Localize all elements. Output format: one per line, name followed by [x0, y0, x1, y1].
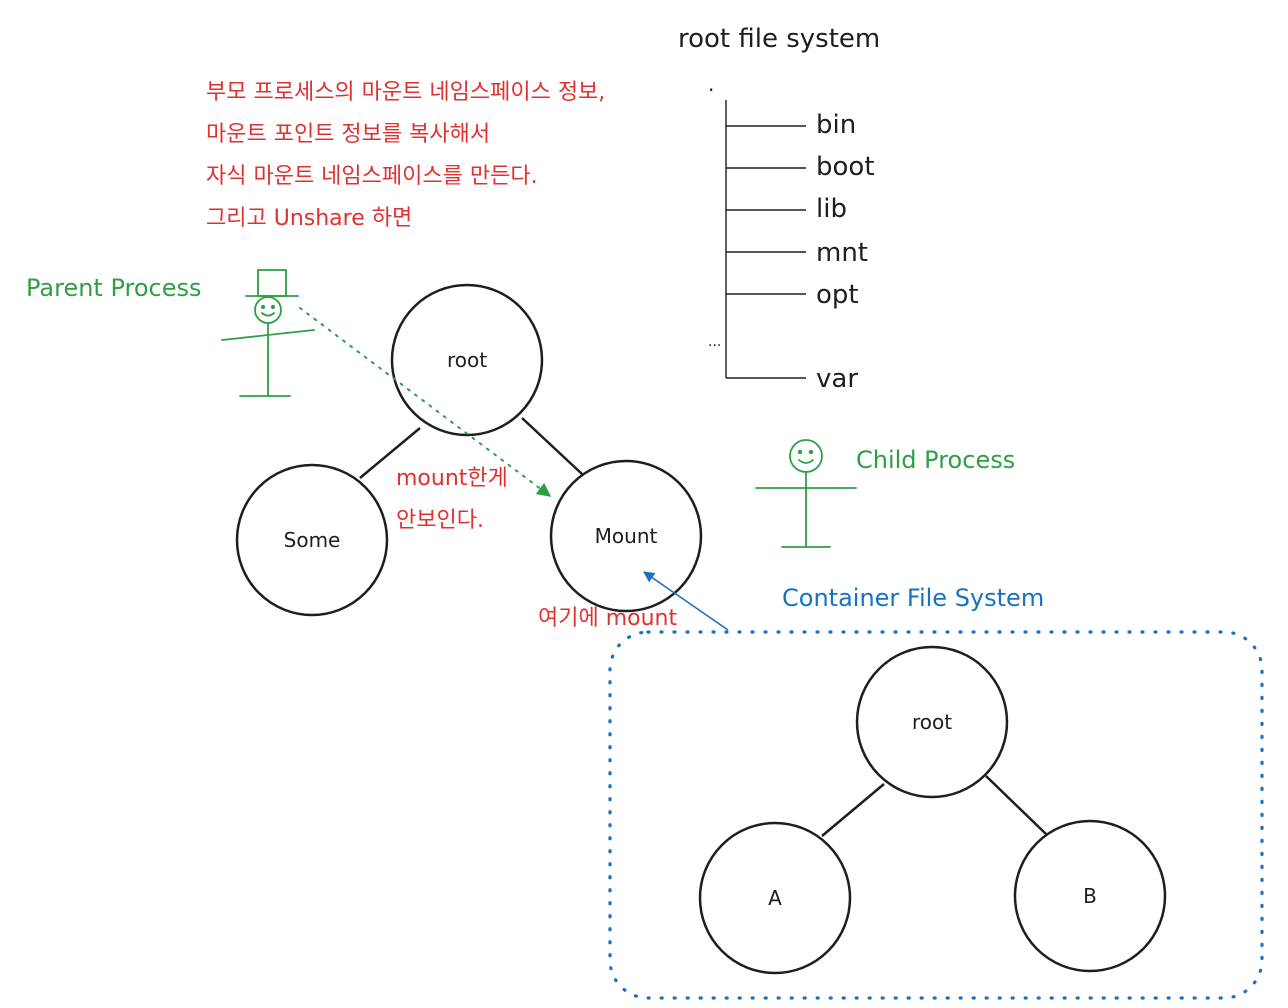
node-b-label: B — [1083, 884, 1097, 908]
node-mount-label: Mount — [594, 524, 658, 548]
parent-tree — [235, 283, 703, 617]
node-b — [1013, 819, 1167, 973]
mount-arrow — [643, 571, 729, 631]
fs-root-marker: . — [708, 72, 715, 96]
container-boundary — [608, 630, 1264, 1000]
fs-tree-connectors — [725, 100, 806, 379]
node-a-label: A — [768, 886, 782, 910]
fs-item-lib: lib — [816, 194, 847, 224]
node-container-root-label: root — [911, 710, 953, 734]
fs-item-bin: bin — [816, 110, 857, 140]
fs-item-mnt: mnt — [816, 238, 868, 268]
node-a — [698, 821, 852, 975]
parent-process-figure-icon — [221, 269, 315, 397]
node-container-root — [855, 645, 1009, 799]
hidden-mount-note-line-2: 안보인다. — [396, 508, 484, 533]
edge-croot-b — [985, 775, 1047, 835]
fs-item-opt: opt — [816, 280, 859, 310]
note-line-4: 그리고 Unshare 하면 — [206, 206, 413, 231]
parent-process-label: Parent Process — [26, 274, 202, 302]
note-line-3: 자식 마운트 네임스페이스를 만든다. — [206, 164, 538, 189]
hidden-mount-note-line-1: mount한게 — [396, 466, 508, 491]
edge-croot-a — [821, 783, 885, 837]
node-root — [390, 283, 544, 437]
edge-root-some — [359, 427, 421, 479]
note-line-1: 부모 프로세스의 마운트 네임스페이스 정보, — [206, 80, 606, 105]
fs-item-var: var — [816, 364, 859, 394]
child-process-figure-icon — [755, 439, 857, 548]
parent-sight-arrow — [299, 307, 552, 497]
mount-here-note: 여기에 mount — [538, 606, 678, 631]
node-some-label: Some — [283, 528, 341, 552]
edge-root-mount — [521, 417, 583, 475]
fs-item-boot: boot — [816, 152, 875, 182]
node-mount — [549, 459, 703, 613]
fs-ellipsis: ... — [708, 334, 722, 350]
node-some — [235, 463, 389, 617]
fs-tree-title: root file system — [678, 24, 881, 54]
container-fs-label: Container File System — [782, 584, 1045, 612]
child-process-label: Child Process — [856, 446, 1016, 474]
container-tree — [698, 645, 1167, 975]
note-line-2: 마운트 포인트 정보를 복사해서 — [206, 122, 491, 147]
node-root-label: root — [446, 348, 488, 372]
